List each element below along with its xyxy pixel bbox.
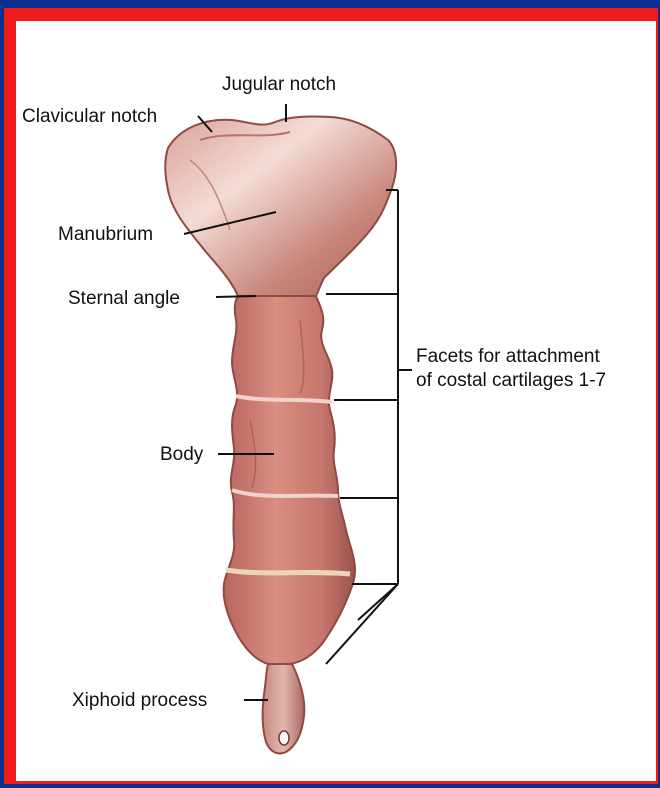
label-xiphoid-process: Xiphoid process (72, 690, 207, 712)
label-clavicular-notch: Clavicular notch (22, 106, 157, 128)
label-facets-line1: Facets for attachment (416, 346, 600, 368)
label-jugular-notch: Jugular notch (222, 74, 336, 96)
label-sternal-angle: Sternal angle (68, 288, 180, 310)
sternum-body-shape (224, 296, 355, 664)
label-manubrium: Manubrium (58, 224, 153, 246)
label-facets-line2: of costal cartilages 1-7 (416, 370, 606, 392)
manubrium-shape (165, 117, 396, 296)
label-body: Body (160, 444, 203, 466)
